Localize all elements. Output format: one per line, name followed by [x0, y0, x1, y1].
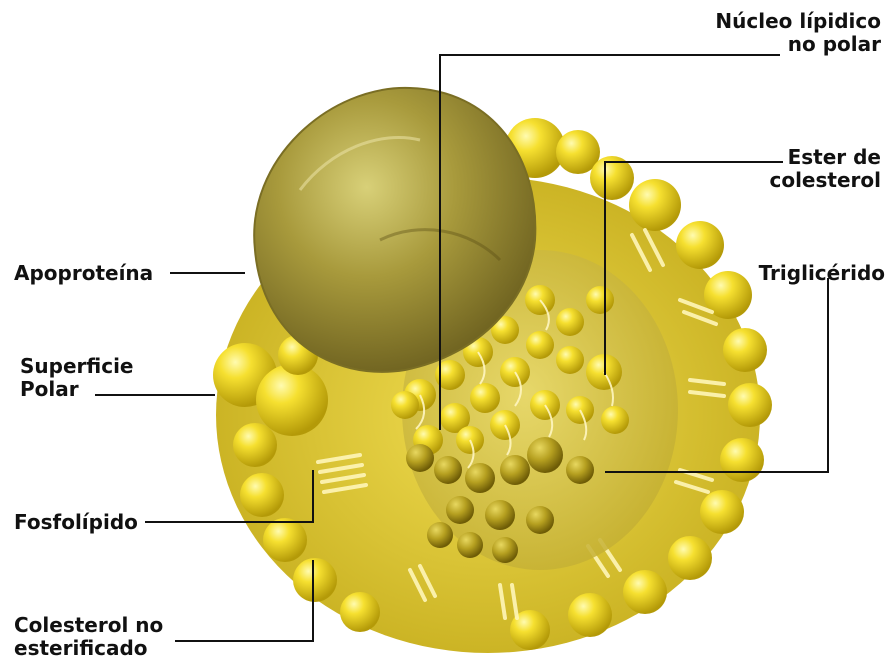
label-apoproteina: Apoproteína [14, 262, 153, 285]
label-colesterol-line1: Colesterol no [14, 614, 163, 637]
label-colesterol-no-esterificado: Colesterol no esterificado [14, 614, 163, 660]
label-colesterol-line2: esterificado [14, 637, 163, 660]
label-superficie-line2: Polar [20, 378, 134, 401]
label-ester-line2: colesterol [769, 169, 881, 192]
label-fosfolipido: Fosfolípido [14, 511, 138, 534]
label-ester-colesterol: Ester de colesterol [769, 146, 881, 192]
label-nucleo-line2: no polar [715, 33, 881, 56]
label-trigliceridos-line1: Triglicérido [759, 262, 885, 285]
label-ester-line1: Ester de [769, 146, 881, 169]
label-nucleo-line1: Núcleo lípidico [715, 10, 881, 33]
label-fosfolipido-line1: Fosfolípido [14, 511, 138, 534]
lipoprotein-particle [213, 88, 772, 653]
label-nucleo-lipidico: Núcleo lípidico no polar [715, 10, 881, 56]
label-apoproteina-line1: Apoproteína [14, 262, 153, 285]
label-superficie-polar: Superficie Polar [20, 355, 134, 401]
label-superficie-line1: Superficie [20, 355, 134, 378]
label-trigliceridos: Triglicérido [759, 262, 885, 285]
